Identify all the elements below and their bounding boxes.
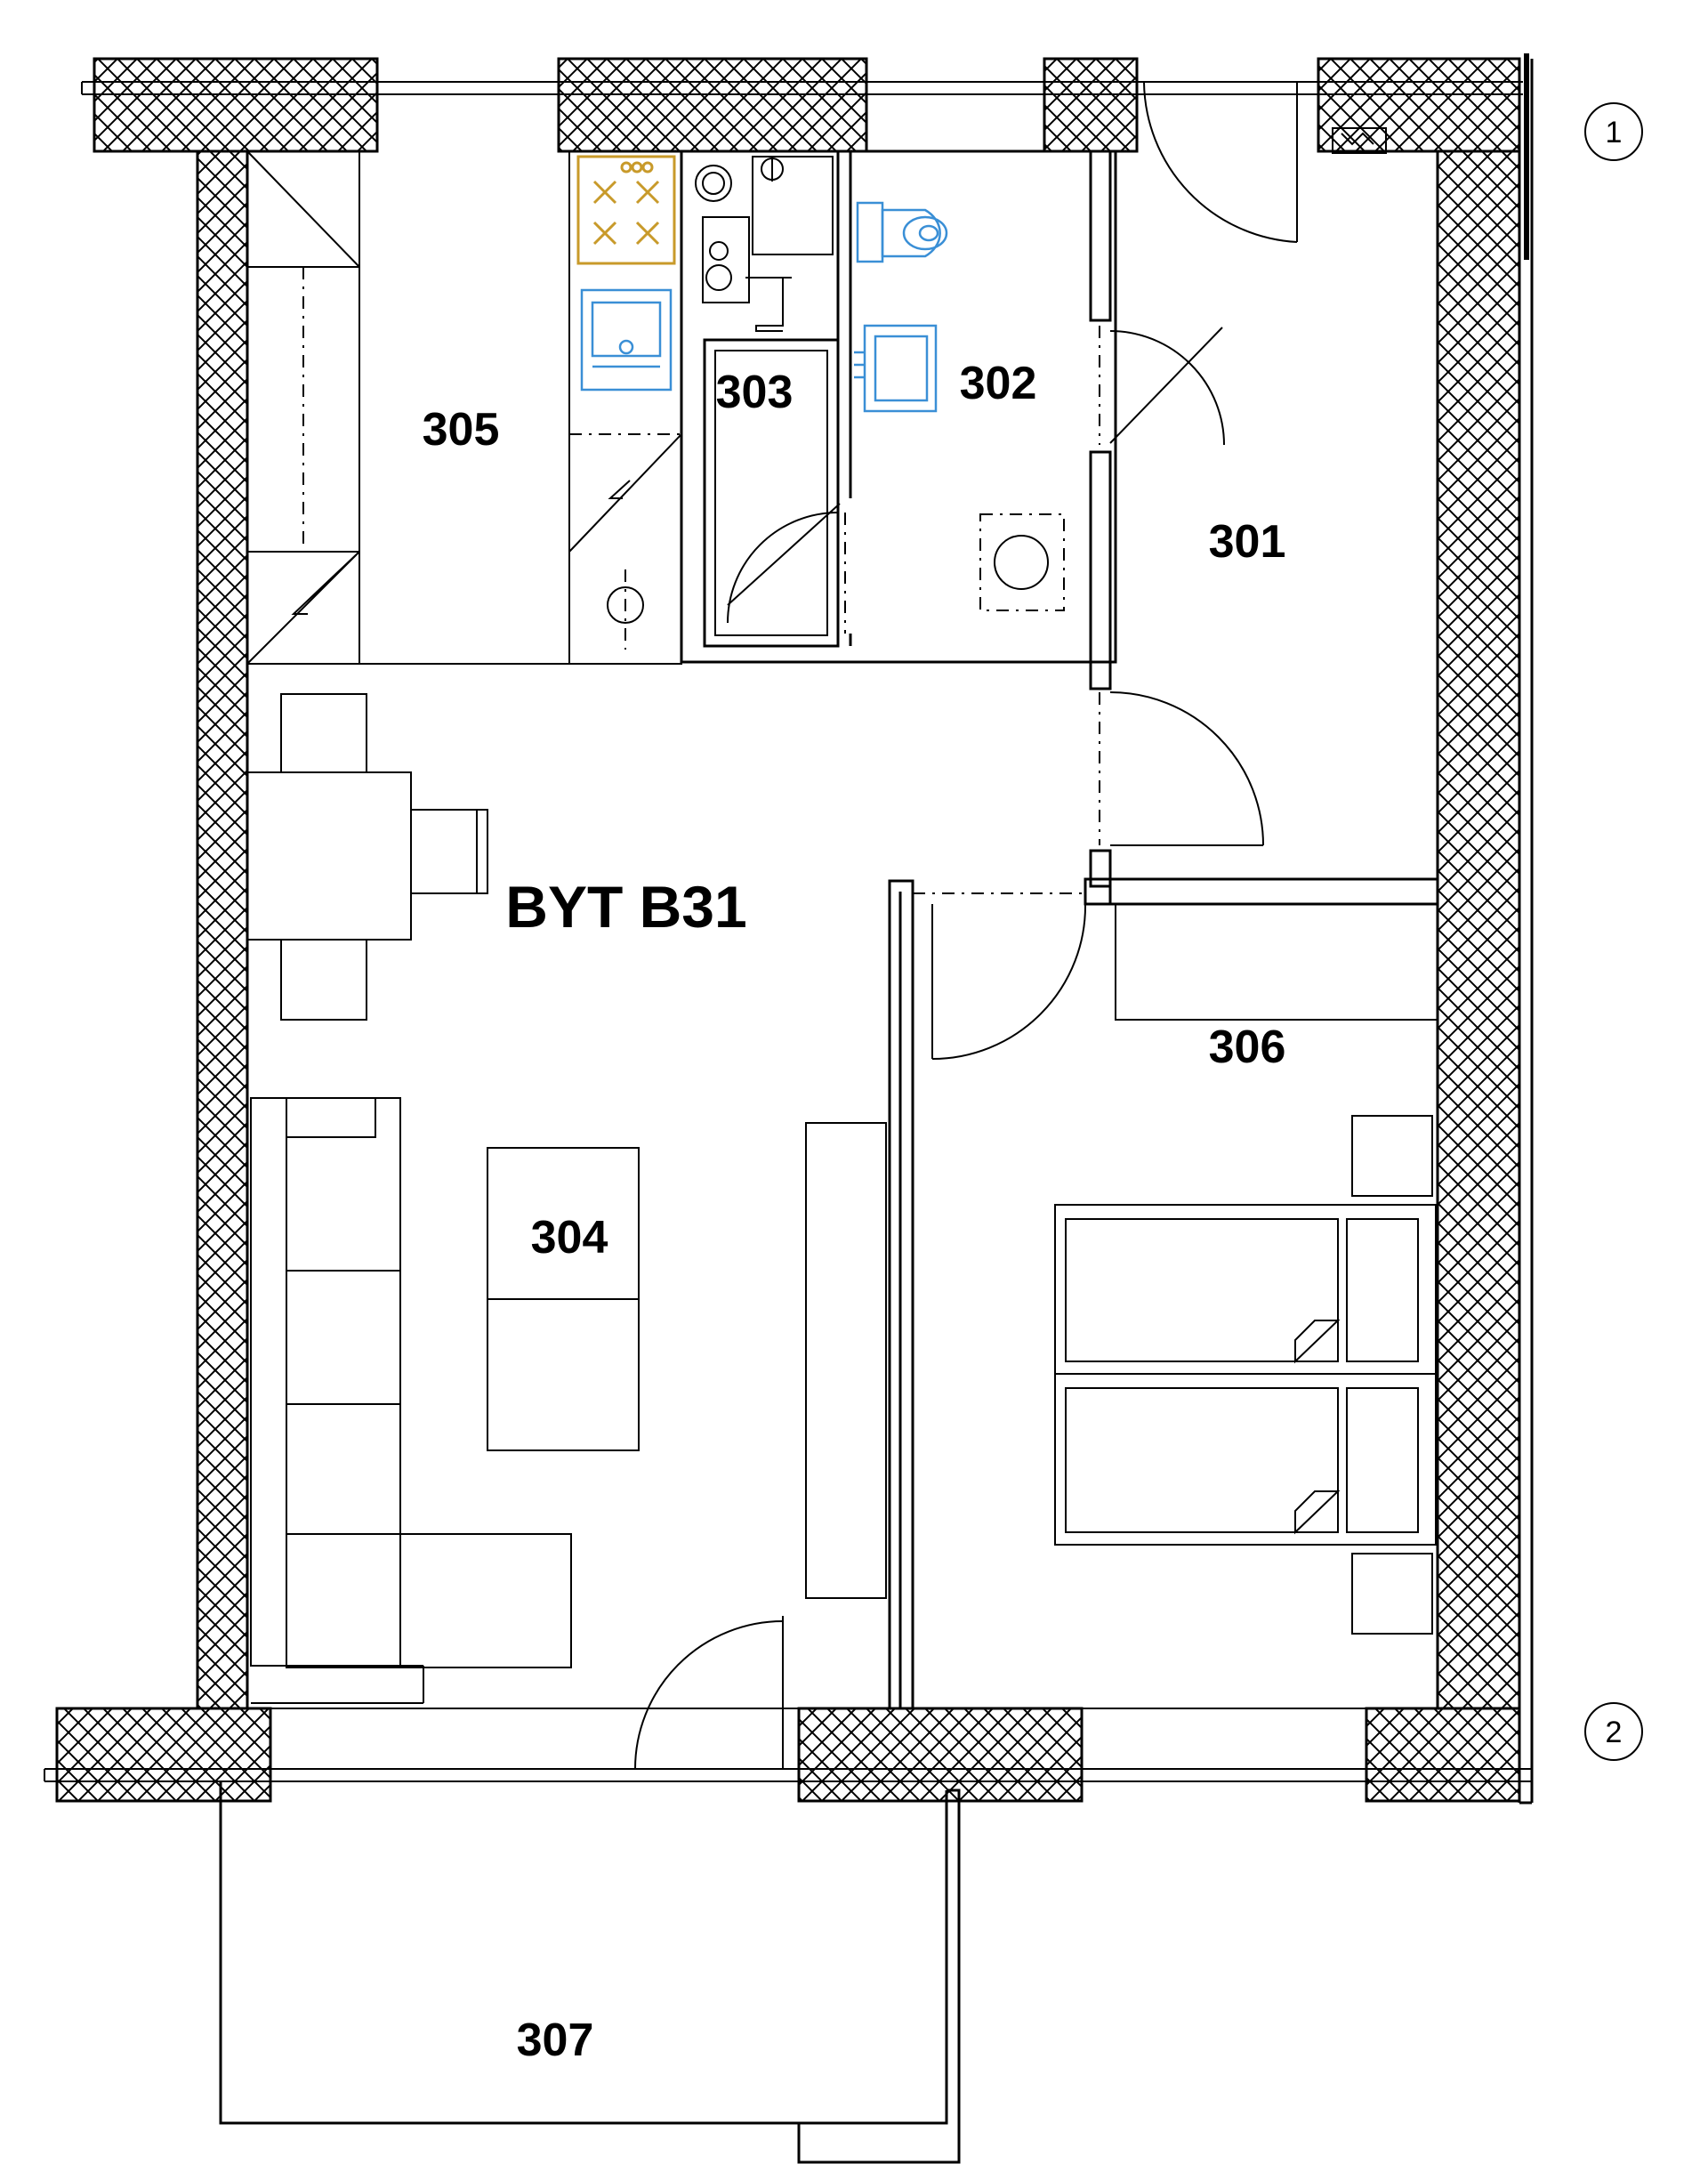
axis-label-2: 2 [1606, 1716, 1623, 1749]
exterior-walls [44, 53, 1534, 1805]
interior-partitions [247, 149, 1438, 1710]
doors [634, 81, 1298, 1770]
balcony [219, 1781, 961, 2164]
room-label-303: 303 [716, 367, 794, 418]
axis-marker-2 [1584, 1702, 1643, 1761]
bathroom-fixtures [695, 127, 1387, 611]
axis-markers: 1 2 [1584, 102, 1643, 1761]
stove-burners [592, 161, 660, 246]
room-label-307: 307 [517, 2015, 594, 2066]
room-label-306: 306 [1209, 1021, 1286, 1073]
room-labels: 301 302 303 304 305 306 307 BYT B31 [423, 358, 1286, 2066]
axis-label-1: 1 [1606, 116, 1623, 149]
apartment-title: BYT B31 [505, 874, 746, 940]
room-label-302: 302 [960, 358, 1037, 409]
furniture [246, 150, 1438, 1704]
axis-marker-1 [1584, 102, 1643, 161]
room-label-301: 301 [1209, 516, 1286, 568]
room-label-304: 304 [531, 1212, 608, 1264]
room-label-305: 305 [423, 404, 500, 456]
